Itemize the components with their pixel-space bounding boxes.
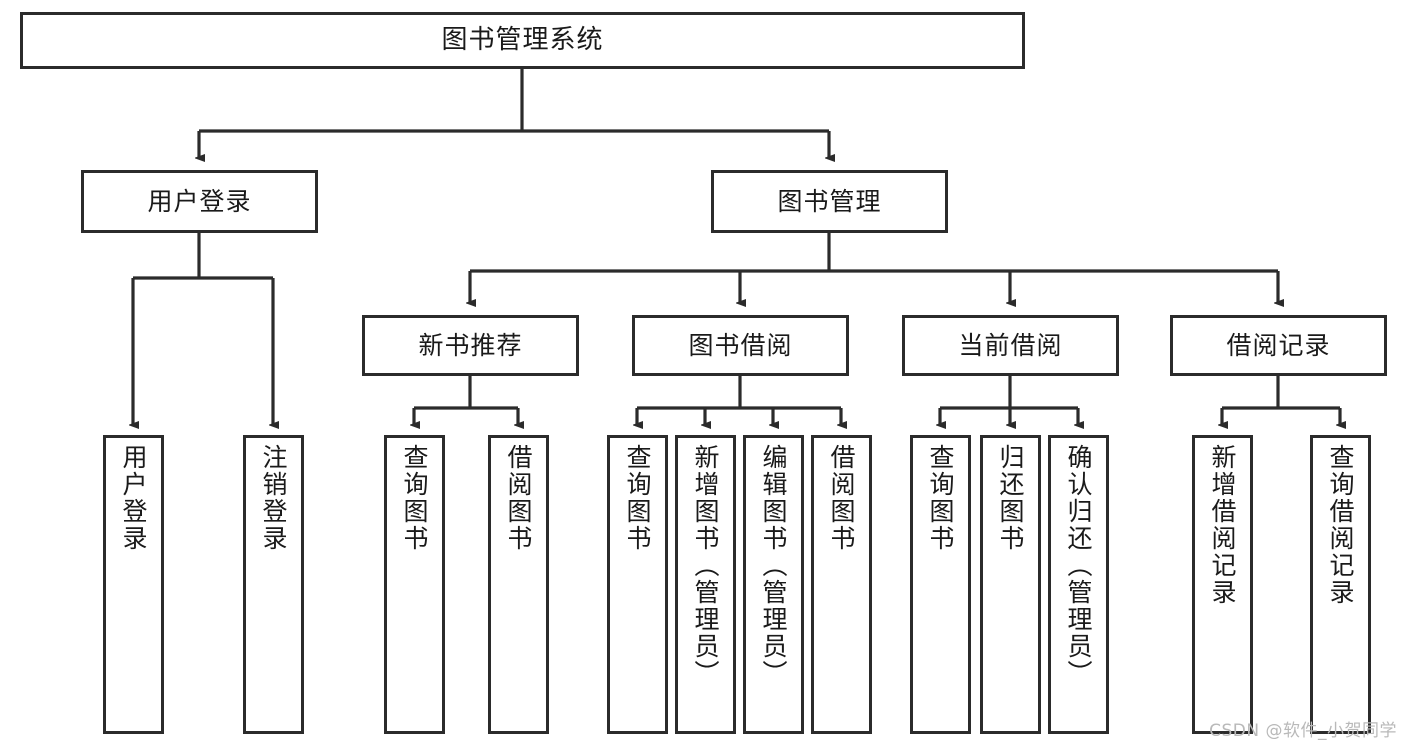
node-new-book-rec-label: 新书推荐 bbox=[418, 330, 523, 360]
node-leaf-logout[interactable]: 注销登录 bbox=[243, 435, 304, 734]
node-user-login-label: 用户登录 bbox=[147, 186, 252, 216]
node-user-login[interactable]: 用户登录 bbox=[81, 170, 318, 233]
node-leaf-query-book-1-label: 查询图书 bbox=[400, 444, 429, 552]
node-leaf-add-book-label: 新增图书（管理员） bbox=[691, 444, 720, 687]
node-leaf-query-book-3-label: 查询图书 bbox=[926, 444, 955, 552]
node-book-borrow-label: 图书借阅 bbox=[688, 330, 793, 360]
node-leaf-add-record-label: 新增借阅记录 bbox=[1208, 444, 1237, 606]
node-current-borrow[interactable]: 当前借阅 bbox=[902, 315, 1119, 376]
node-leaf-query-book-2[interactable]: 查询图书 bbox=[607, 435, 668, 734]
node-leaf-user-login[interactable]: 用户登录 bbox=[103, 435, 164, 734]
node-current-borrow-label: 当前借阅 bbox=[958, 330, 1063, 360]
node-leaf-borrow-book-1-label: 借阅图书 bbox=[504, 444, 533, 552]
node-root-label: 图书管理系统 bbox=[441, 25, 604, 56]
node-new-book-rec[interactable]: 新书推荐 bbox=[362, 315, 579, 376]
node-leaf-confirm-return-label: 确认归还（管理员） bbox=[1064, 444, 1093, 687]
node-borrow-record-label: 借阅记录 bbox=[1226, 330, 1331, 360]
node-leaf-add-record[interactable]: 新增借阅记录 bbox=[1192, 435, 1253, 734]
node-leaf-query-book-2-label: 查询图书 bbox=[623, 444, 652, 552]
node-leaf-query-record[interactable]: 查询借阅记录 bbox=[1310, 435, 1371, 734]
node-leaf-borrow-book-2[interactable]: 借阅图书 bbox=[811, 435, 872, 734]
node-leaf-query-book-3[interactable]: 查询图书 bbox=[910, 435, 971, 734]
node-leaf-add-book[interactable]: 新增图书（管理员） bbox=[675, 435, 736, 734]
node-leaf-return-book-label: 归还图书 bbox=[996, 444, 1025, 552]
node-book-borrow[interactable]: 图书借阅 bbox=[632, 315, 849, 376]
node-leaf-user-login-label: 用户登录 bbox=[119, 444, 148, 552]
node-leaf-borrow-book-1[interactable]: 借阅图书 bbox=[488, 435, 549, 734]
node-leaf-logout-label: 注销登录 bbox=[259, 444, 288, 552]
csdn-watermark: CSDN @软件_小贺同学 bbox=[1209, 721, 1397, 741]
node-borrow-record[interactable]: 借阅记录 bbox=[1170, 315, 1387, 376]
node-leaf-return-book[interactable]: 归还图书 bbox=[980, 435, 1041, 734]
node-leaf-edit-book-label: 编辑图书（管理员） bbox=[759, 444, 788, 687]
node-book-manage-label: 图书管理 bbox=[777, 186, 882, 216]
node-leaf-borrow-book-2-label: 借阅图书 bbox=[827, 444, 856, 552]
node-book-manage[interactable]: 图书管理 bbox=[711, 170, 948, 233]
node-leaf-edit-book[interactable]: 编辑图书（管理员） bbox=[743, 435, 804, 734]
node-leaf-confirm-return[interactable]: 确认归还（管理员） bbox=[1048, 435, 1109, 734]
node-leaf-query-book-1[interactable]: 查询图书 bbox=[384, 435, 445, 734]
node-leaf-query-record-label: 查询借阅记录 bbox=[1326, 444, 1355, 606]
node-root[interactable]: 图书管理系统 bbox=[20, 12, 1025, 69]
